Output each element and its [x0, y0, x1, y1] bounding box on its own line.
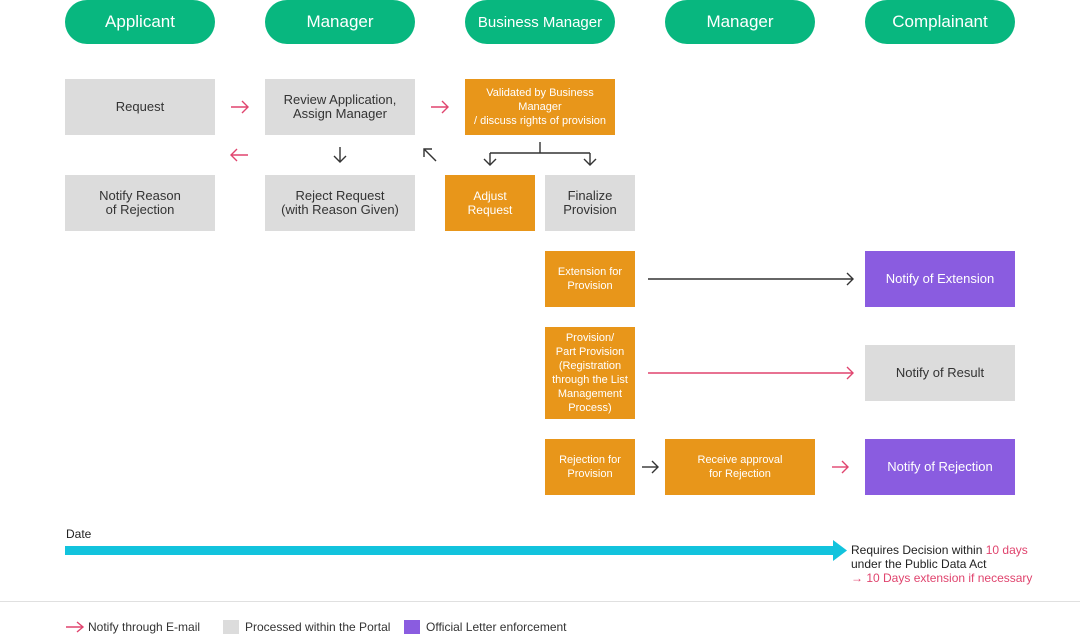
role-manager-2: Manager [665, 0, 815, 44]
timeline-bar [65, 540, 847, 561]
extension-note: → 10 Days extension if necessary [851, 571, 1033, 585]
decision-text: Requires Decision within [851, 543, 983, 557]
act-text: under the Public Data Act [851, 557, 987, 571]
legend-official-label: Official Letter enforcement [426, 620, 567, 634]
review-application-box: Review Application, Assign Manager [265, 79, 415, 135]
notify-rejection-box: Notify of Rejection [865, 439, 1015, 495]
legend-divider [0, 601, 1080, 602]
decision-text-line: Requires Decision within 10 days [851, 543, 1028, 557]
role-complainant: Complainant [865, 0, 1015, 44]
reject-request-box: Reject Request (with Reason Given) [265, 175, 415, 231]
decision-days: 10 days [985, 543, 1028, 557]
notify-result-box: Notify of Result [865, 345, 1015, 401]
arrow-provision-to-result [648, 366, 854, 380]
rejection-provision-box: Rejection for Provision [545, 439, 635, 495]
legend-official: Official Letter enforcement [404, 620, 567, 634]
arrow-validated-branch [483, 142, 597, 166]
validated-box: Validated by Business Manager / discuss … [465, 79, 615, 135]
arrow-extension-to-notify [648, 272, 854, 286]
timeline-label: Date [66, 527, 92, 541]
arrow-approval-to-notify-rejection [832, 460, 849, 474]
arrow-to-notify-reason [230, 148, 248, 162]
role-business-manager: Business Manager [465, 0, 615, 44]
finalize-provision-box: Finalize Provision [545, 175, 635, 231]
legend-portal: Processed within the Portal [223, 620, 390, 634]
email-arrow-icon [66, 621, 85, 633]
request-box: Request [65, 79, 215, 135]
role-applicant: Applicant [65, 0, 215, 44]
arrow-review-to-reject [333, 147, 347, 163]
notify-reason-box: Notify Reason of Rejection [65, 175, 215, 231]
notify-extension-box: Notify of Extension [865, 251, 1015, 307]
provision-box: Provision/ Part Provision (Registration … [545, 327, 635, 419]
legend-email-label: Notify through E-mail [88, 620, 201, 634]
arrow-request-to-review [231, 100, 249, 114]
receive-approval-box: Receive approval for Rejection [665, 439, 815, 495]
arrow-review-to-validated [431, 100, 449, 114]
official-swatch [404, 620, 420, 634]
portal-swatch [223, 620, 239, 634]
adjust-request-box: Adjust Request [445, 175, 535, 231]
role-manager: Manager [265, 0, 415, 44]
arrow-rejection-to-approval [642, 460, 659, 474]
arrow-adjust-to-review [423, 148, 437, 162]
legend-email: Notify through E-mail [65, 620, 200, 634]
legend-portal-label: Processed within the Portal [245, 620, 391, 634]
extension-box: Extension for Provision [545, 251, 635, 307]
